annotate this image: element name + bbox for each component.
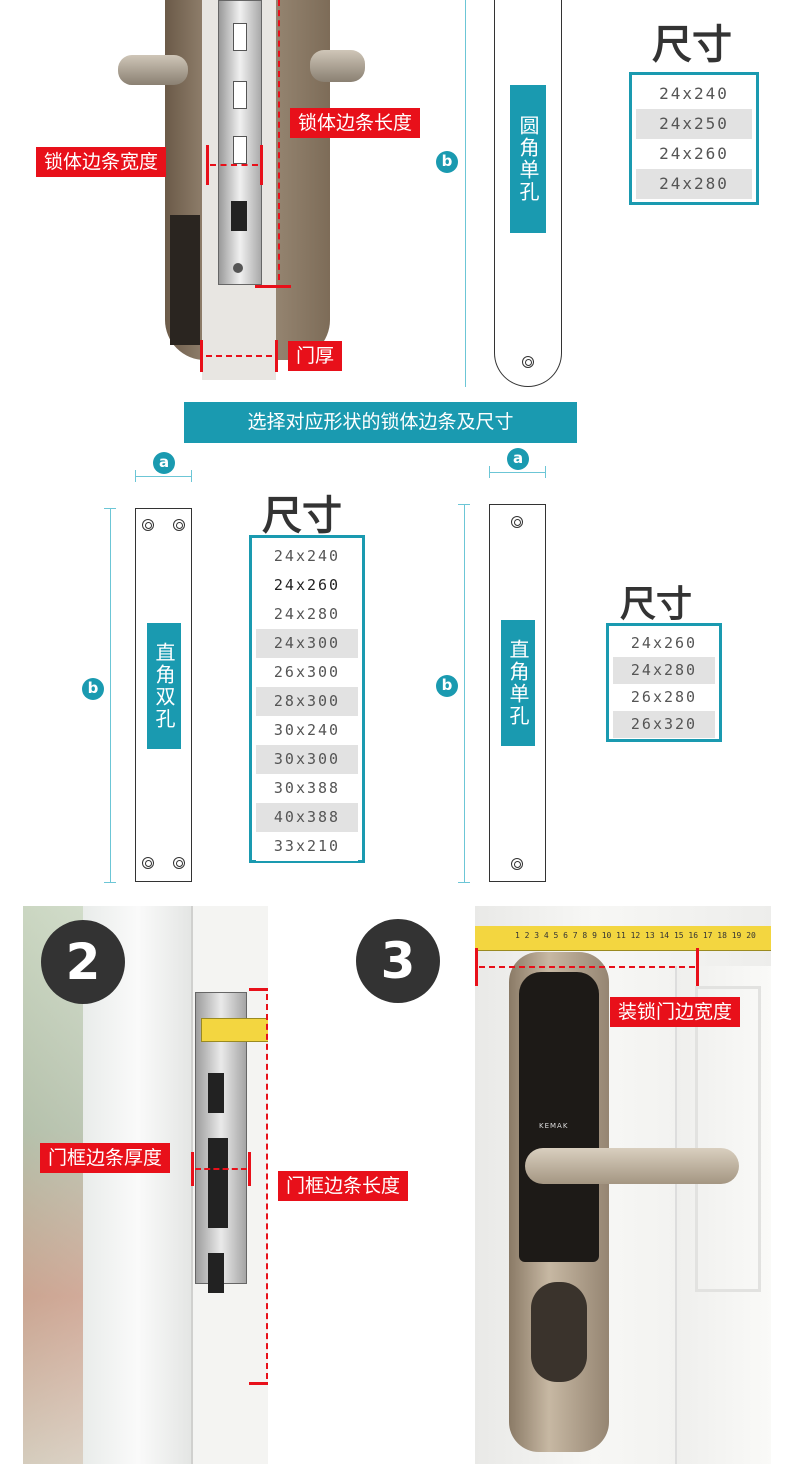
- section-banner: 选择对应形状的锁体边条及尺寸: [184, 402, 577, 443]
- right-gutter: [772, 0, 790, 1483]
- size-row: 24x260: [659, 144, 729, 163]
- tape-numbers: 1 2 3 4 5 6 7 8 9 10 11 12 13 14 15 16 1…: [515, 931, 756, 940]
- b-marker-top: b: [436, 151, 458, 173]
- step3-number: 3: [356, 919, 440, 1003]
- size-row: 24x280: [636, 169, 752, 199]
- label-frame-length: 门框边条长度: [278, 1171, 409, 1201]
- lock-photo: [110, 0, 365, 385]
- tape-measure-2: [201, 1018, 268, 1042]
- size-row: 24x240: [659, 84, 729, 103]
- double-hole-plate-label: 直角双孔: [147, 623, 181, 749]
- label-frame-thickness: 门框边条厚度: [40, 1143, 171, 1173]
- smart-lock-body: KEMAK: [509, 952, 609, 1452]
- size-row: 30x388: [256, 774, 358, 803]
- size-table-single: 24x260 24x280 26x280 26x320: [606, 623, 722, 742]
- size-row: 40x388: [256, 803, 358, 832]
- lock-handle-right: [310, 50, 365, 82]
- size-row: 24x280: [613, 657, 715, 684]
- size-row: 28x300: [256, 687, 358, 716]
- b-marker-right: b: [436, 675, 458, 697]
- label-lock-edge-width: 锁体边条宽度: [36, 147, 167, 177]
- size-row: 26x280: [630, 688, 698, 706]
- lock-brand: KEMAK: [539, 1122, 569, 1130]
- size-title-single: 尺寸: [620, 584, 693, 625]
- size-row: 26x320: [613, 711, 715, 738]
- size-table-double: 24x240 24x260 24x280 24x300 26x300 28x30…: [249, 535, 365, 863]
- step3-photo: 1 2 3 4 5 6 7 8 9 10 11 12 13 14 15 16 1…: [475, 906, 771, 1464]
- lock-handle: [525, 1148, 739, 1184]
- size-row: 24x250: [636, 109, 752, 139]
- round-plate-label: 圆角单孔: [510, 85, 546, 233]
- round-corner-plate: [494, 0, 562, 387]
- lock-screen: [170, 215, 200, 345]
- a-marker-left: a: [153, 452, 175, 474]
- label-lock-edge-length: 锁体边条长度: [290, 108, 421, 138]
- step2-photo: 2: [23, 906, 268, 1464]
- tape-measure-3: 1 2 3 4 5 6 7 8 9 10 11 12 13 14 15 16 1…: [475, 926, 771, 951]
- size-row: 30x300: [256, 745, 358, 774]
- lock-handle-left: [118, 55, 188, 85]
- size-table-top: 24x240 24x250 24x260 24x280: [629, 72, 759, 205]
- size-row: 26x300: [256, 658, 358, 687]
- size-row: 30x240: [256, 716, 358, 745]
- single-hole-plate-label: 直角单孔: [501, 620, 535, 746]
- label-door-thickness: 门厚: [288, 341, 343, 371]
- a-marker-right: a: [507, 448, 529, 470]
- step2-number: 2: [41, 920, 125, 1004]
- lock-faceplate: [218, 0, 262, 285]
- size-row: 24x260: [256, 571, 358, 600]
- size-row: 24x240: [273, 547, 341, 565]
- size-row: 33x210: [256, 832, 358, 861]
- size-row: 24x280: [256, 600, 358, 629]
- double-hole-plate: [135, 508, 192, 882]
- size-title-double: 尺寸: [262, 493, 342, 539]
- dimension-line-b-top: [465, 0, 466, 387]
- fingerprint-sensor: [531, 1282, 587, 1382]
- size-row: 24x260: [630, 634, 698, 652]
- size-title-top: 尺寸: [652, 22, 732, 68]
- b-marker-left: b: [82, 678, 104, 700]
- label-door-edge-width: 装锁门边宽度: [610, 997, 741, 1027]
- size-row: 24x300: [256, 629, 358, 658]
- lock-display: KEMAK: [519, 972, 599, 1262]
